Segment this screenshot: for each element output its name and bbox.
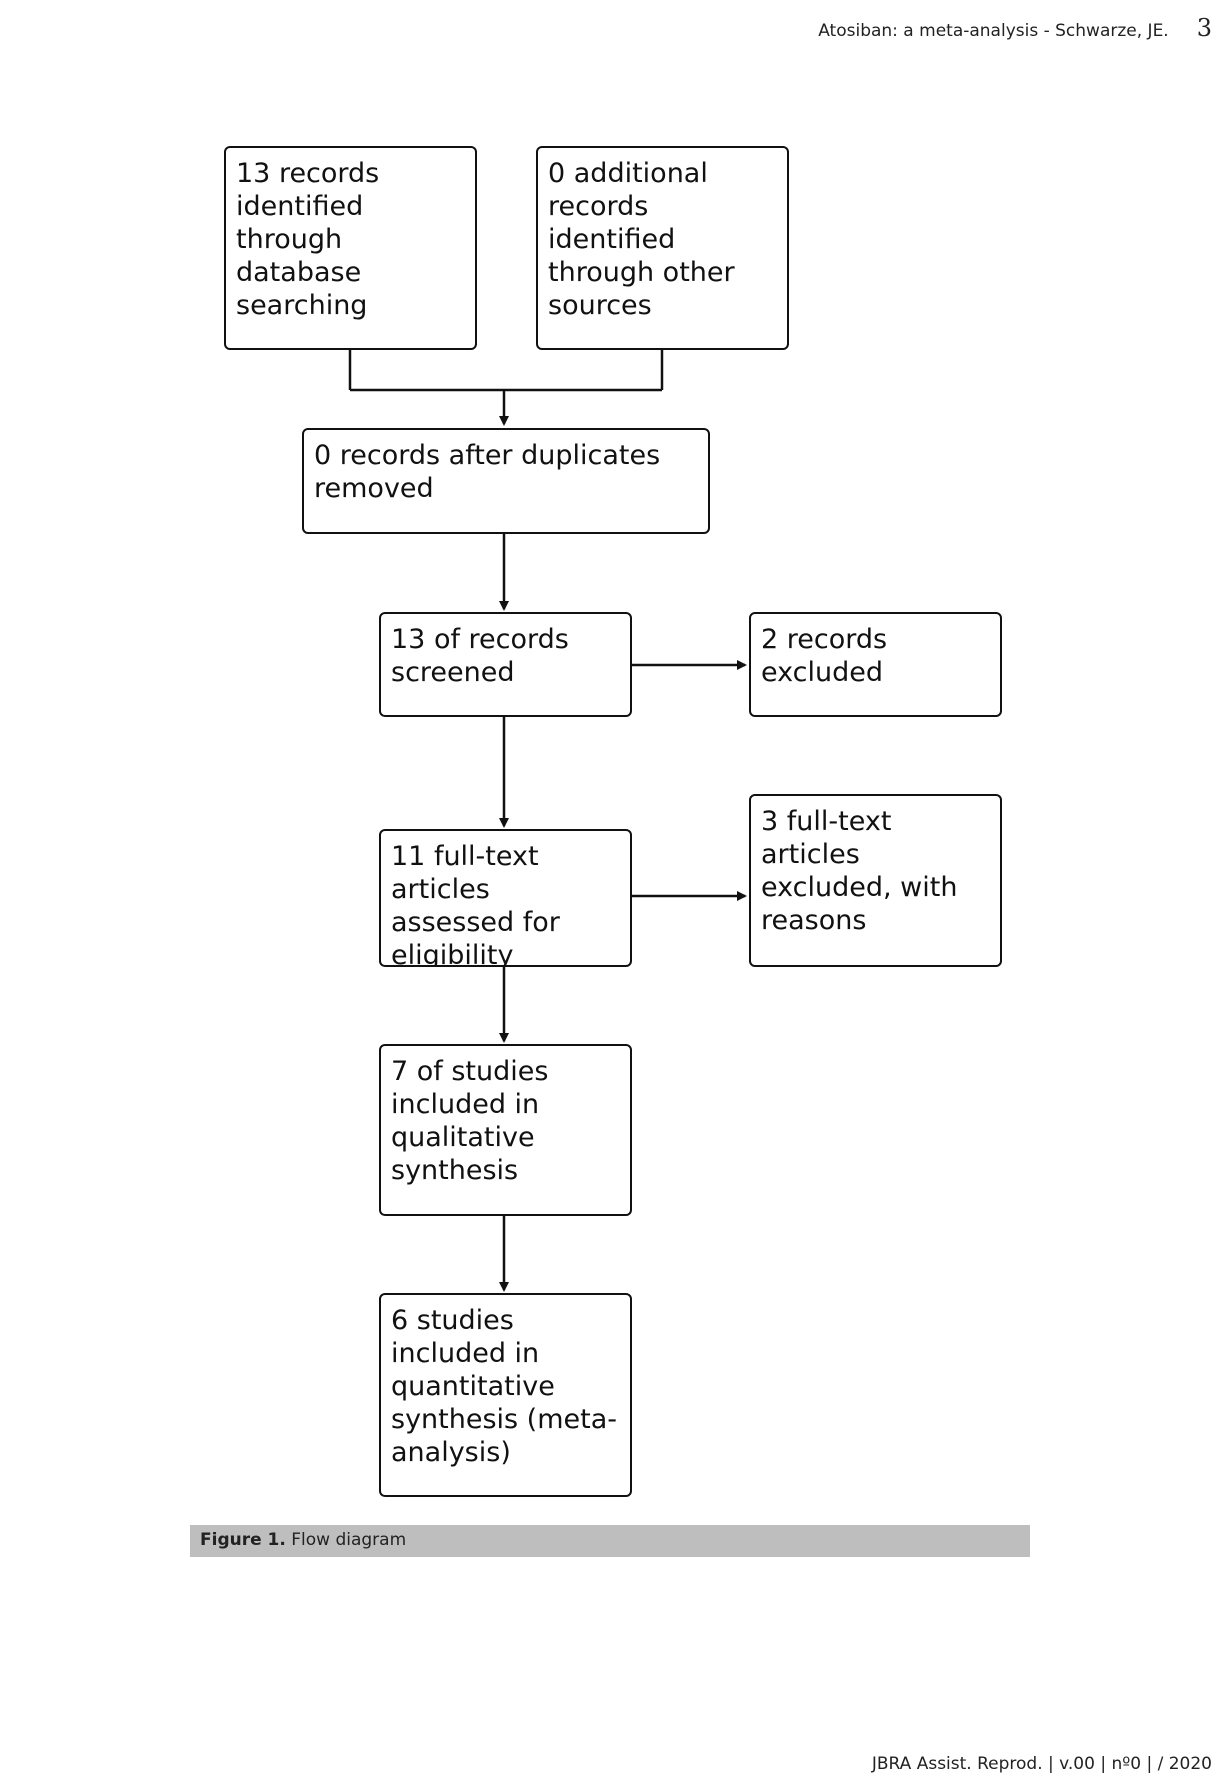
- box-qualitative-synthesis: 7 of studies included in qualitative syn…: [379, 1044, 632, 1216]
- figure-label: Figure 1.: [200, 1530, 286, 1550]
- box-fulltext-excluded: 3 full-text articles excluded, with reas…: [749, 794, 1002, 967]
- box-screened: 13 of records screened: [379, 612, 632, 717]
- box-quantitative-synthesis: 6 studies included in quantitative synth…: [379, 1293, 632, 1497]
- figure-caption-text: Flow diagram: [291, 1530, 407, 1550]
- box-identified-other: 0 additional records identified through …: [536, 146, 789, 350]
- running-header: Atosiban: a meta-analysis - Schwarze, JE…: [818, 14, 1212, 42]
- page-number: 3: [1196, 14, 1212, 42]
- figure-caption: Figure 1. Flow diagram: [190, 1525, 1030, 1557]
- running-footer: JBRA Assist. Reprod. | v.00 | nº0 | / 20…: [871, 1754, 1212, 1774]
- box-excluded: 2 records excluded: [749, 612, 1002, 717]
- box-fulltext-assessed: 11 full-text articles assessed for eligi…: [379, 829, 632, 967]
- box-after-duplicates: 0 records after duplicates removed: [302, 428, 710, 534]
- box-identified-database: 13 records identified through database s…: [224, 146, 477, 350]
- running-title: Atosiban: a meta-analysis - Schwarze, JE…: [818, 21, 1169, 41]
